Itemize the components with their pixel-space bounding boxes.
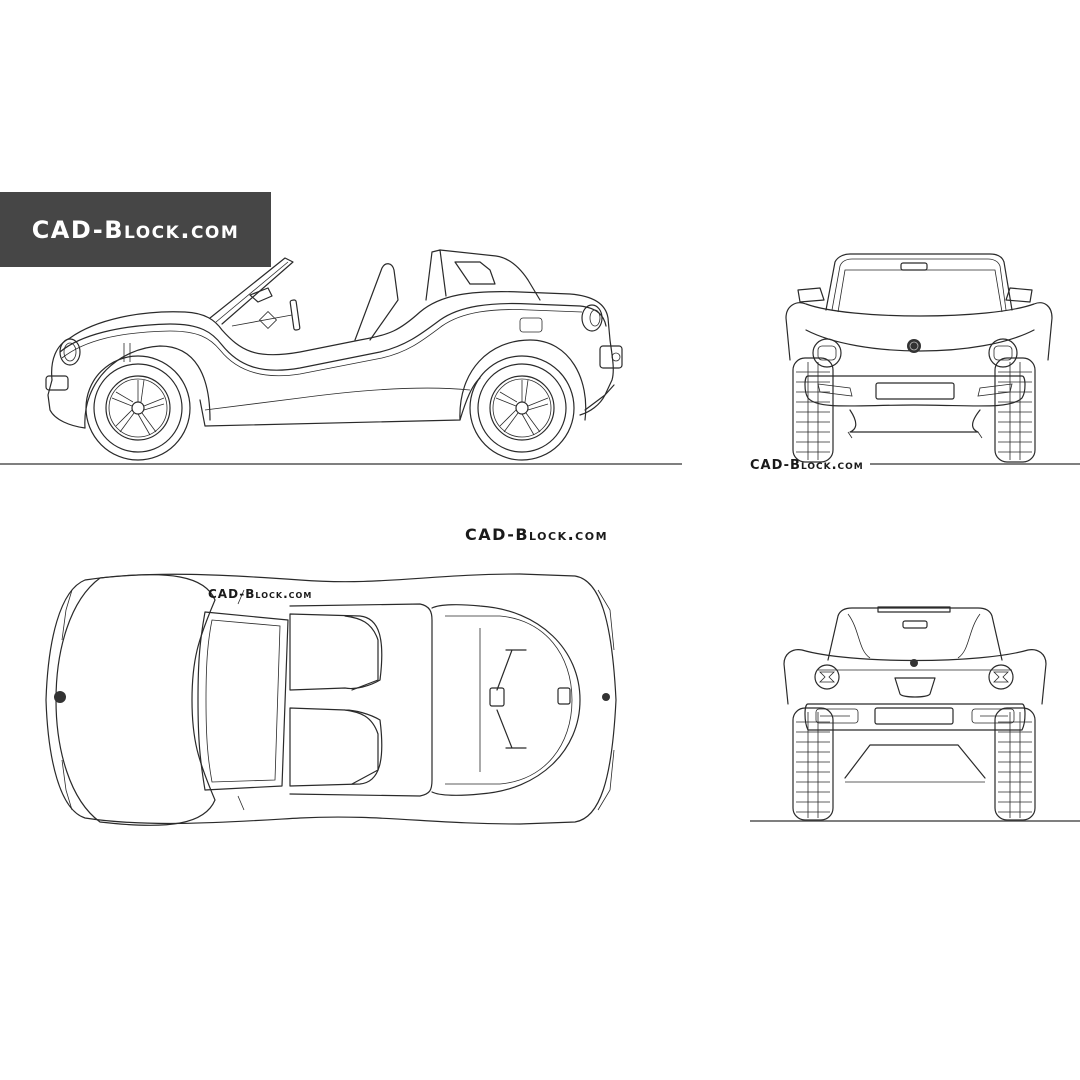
top-body-outline <box>45 573 617 825</box>
side-rear-round-lamp <box>581 304 603 332</box>
front-right-tire <box>994 357 1036 463</box>
watermark-front-view: CAD-Block.com <box>750 458 864 473</box>
side-roll-bar <box>425 249 447 301</box>
side-windshield-frame <box>209 257 294 325</box>
side-seat <box>354 263 399 341</box>
watermark-top-view-center: CAD-Block.com <box>465 525 609 544</box>
brand-banner-text: CAD-Block.com <box>31 215 240 244</box>
front-right-mirror <box>1005 287 1033 303</box>
rear-right-tire <box>994 707 1036 821</box>
front-body <box>785 302 1053 361</box>
front-left-mirror <box>797 287 825 303</box>
front-windshield-frame <box>825 253 1013 311</box>
side-front-arch <box>84 345 211 429</box>
rear-bumper <box>804 703 1026 731</box>
top-rollbar <box>496 649 527 749</box>
top-right-seat <box>289 707 383 787</box>
side-shoulder-line <box>59 302 607 371</box>
side-rear-window <box>454 261 496 285</box>
rear-right-lamp <box>988 664 1014 690</box>
side-rear-wheel <box>469 355 575 461</box>
side-front-lamp-lower <box>45 375 69 391</box>
rear-left-lamp <box>814 664 840 690</box>
side-front-wheel <box>85 355 191 461</box>
top-fuel-cap <box>557 687 571 705</box>
rear-badge <box>910 659 918 667</box>
side-rear-arch <box>459 339 587 421</box>
front-badge <box>907 339 921 353</box>
side-steering-wheel <box>289 299 301 331</box>
watermark-top-view-car: CAD-Block.com <box>208 587 313 601</box>
top-cabin <box>289 603 433 797</box>
side-headlight <box>59 338 81 366</box>
rear-body <box>783 649 1047 705</box>
top-rear-deck <box>431 604 581 796</box>
front-left-headlight <box>812 338 842 368</box>
rear-top-bar <box>877 606 951 613</box>
brand-banner: CAD-Block.com <box>0 192 271 267</box>
front-bumper <box>804 375 1026 407</box>
front-right-headlight <box>988 338 1018 368</box>
top-windshield <box>197 611 289 791</box>
top-left-seat <box>289 613 383 691</box>
front-left-tire <box>792 357 834 463</box>
front-license-plate <box>875 382 955 400</box>
top-front-badge <box>54 691 66 703</box>
side-body-outline <box>51 291 614 416</box>
side-mirror <box>249 287 273 303</box>
rear-left-tire <box>792 707 834 821</box>
rear-center-light <box>894 677 936 698</box>
side-tail-lamp <box>599 345 623 369</box>
top-rear-badge <box>602 693 610 701</box>
rear-roll-cage <box>827 607 1003 661</box>
front-rearview-mirror <box>900 262 928 271</box>
rear-license-plate <box>874 707 954 725</box>
